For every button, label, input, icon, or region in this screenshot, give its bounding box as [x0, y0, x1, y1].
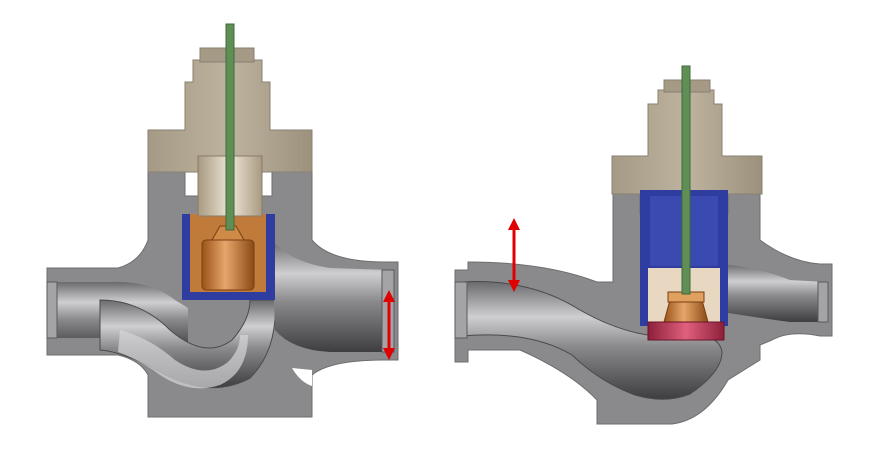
left-valve: [46, 23, 399, 418]
right-inlet-face: [454, 281, 468, 339]
right-outlet-face: [817, 281, 829, 323]
right-outlet-bore: [722, 264, 826, 322]
left-stem: [225, 23, 235, 231]
right-stem: [681, 65, 691, 295]
right-plug: [663, 299, 709, 323]
left-outlet-bore: [272, 240, 390, 352]
right-valve: [454, 65, 833, 425]
left-plug-cap: [211, 225, 245, 241]
left-plug: [201, 239, 255, 291]
left-inlet-face: [46, 281, 58, 339]
left-flange-notch: [292, 368, 312, 386]
right-seat-ring: [647, 321, 725, 341]
left-passage-highlight: [118, 330, 248, 389]
right-inlet-passage: [461, 281, 723, 400]
